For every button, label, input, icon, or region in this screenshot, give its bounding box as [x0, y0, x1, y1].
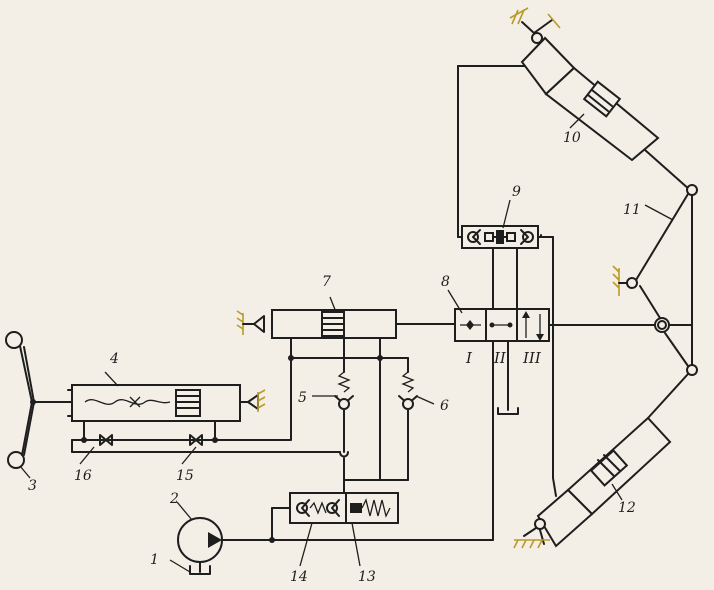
label-8: 8 [441, 274, 450, 290]
position-iii: III [522, 349, 542, 367]
distributor-7 [236, 296, 456, 339]
check-valve-lines [288, 337, 435, 494]
label-3: 3 [28, 478, 37, 494]
label-10: 10 [563, 130, 581, 146]
steering-valve-unit [32, 371, 266, 422]
label-2: 2 [169, 491, 179, 507]
label-13: 13 [358, 569, 376, 585]
label-6: 6 [440, 398, 449, 414]
distributor-8 [447, 289, 656, 541]
valve-9 [461, 199, 539, 310]
position-i: I [465, 349, 473, 367]
label-5: 5 [298, 390, 307, 406]
label-14: 14 [290, 569, 308, 585]
label-15: 15 [176, 468, 194, 484]
linkage-11 [612, 184, 698, 376]
steering-wheel [5, 331, 36, 479]
label-11: 11 [623, 202, 641, 218]
upper-cylinder-10 [457, 7, 691, 479]
label-4: 4 [109, 351, 119, 367]
position-ii: II [493, 349, 507, 367]
lower-cylinder-12 [513, 373, 689, 549]
label-9: 9 [512, 184, 521, 200]
label-16: 16 [74, 468, 92, 484]
label-1: 1 [150, 552, 159, 568]
label-12: 12 [618, 500, 636, 516]
pump-group [169, 492, 494, 575]
bypass-line [71, 420, 341, 465]
label-7: 7 [322, 274, 331, 290]
